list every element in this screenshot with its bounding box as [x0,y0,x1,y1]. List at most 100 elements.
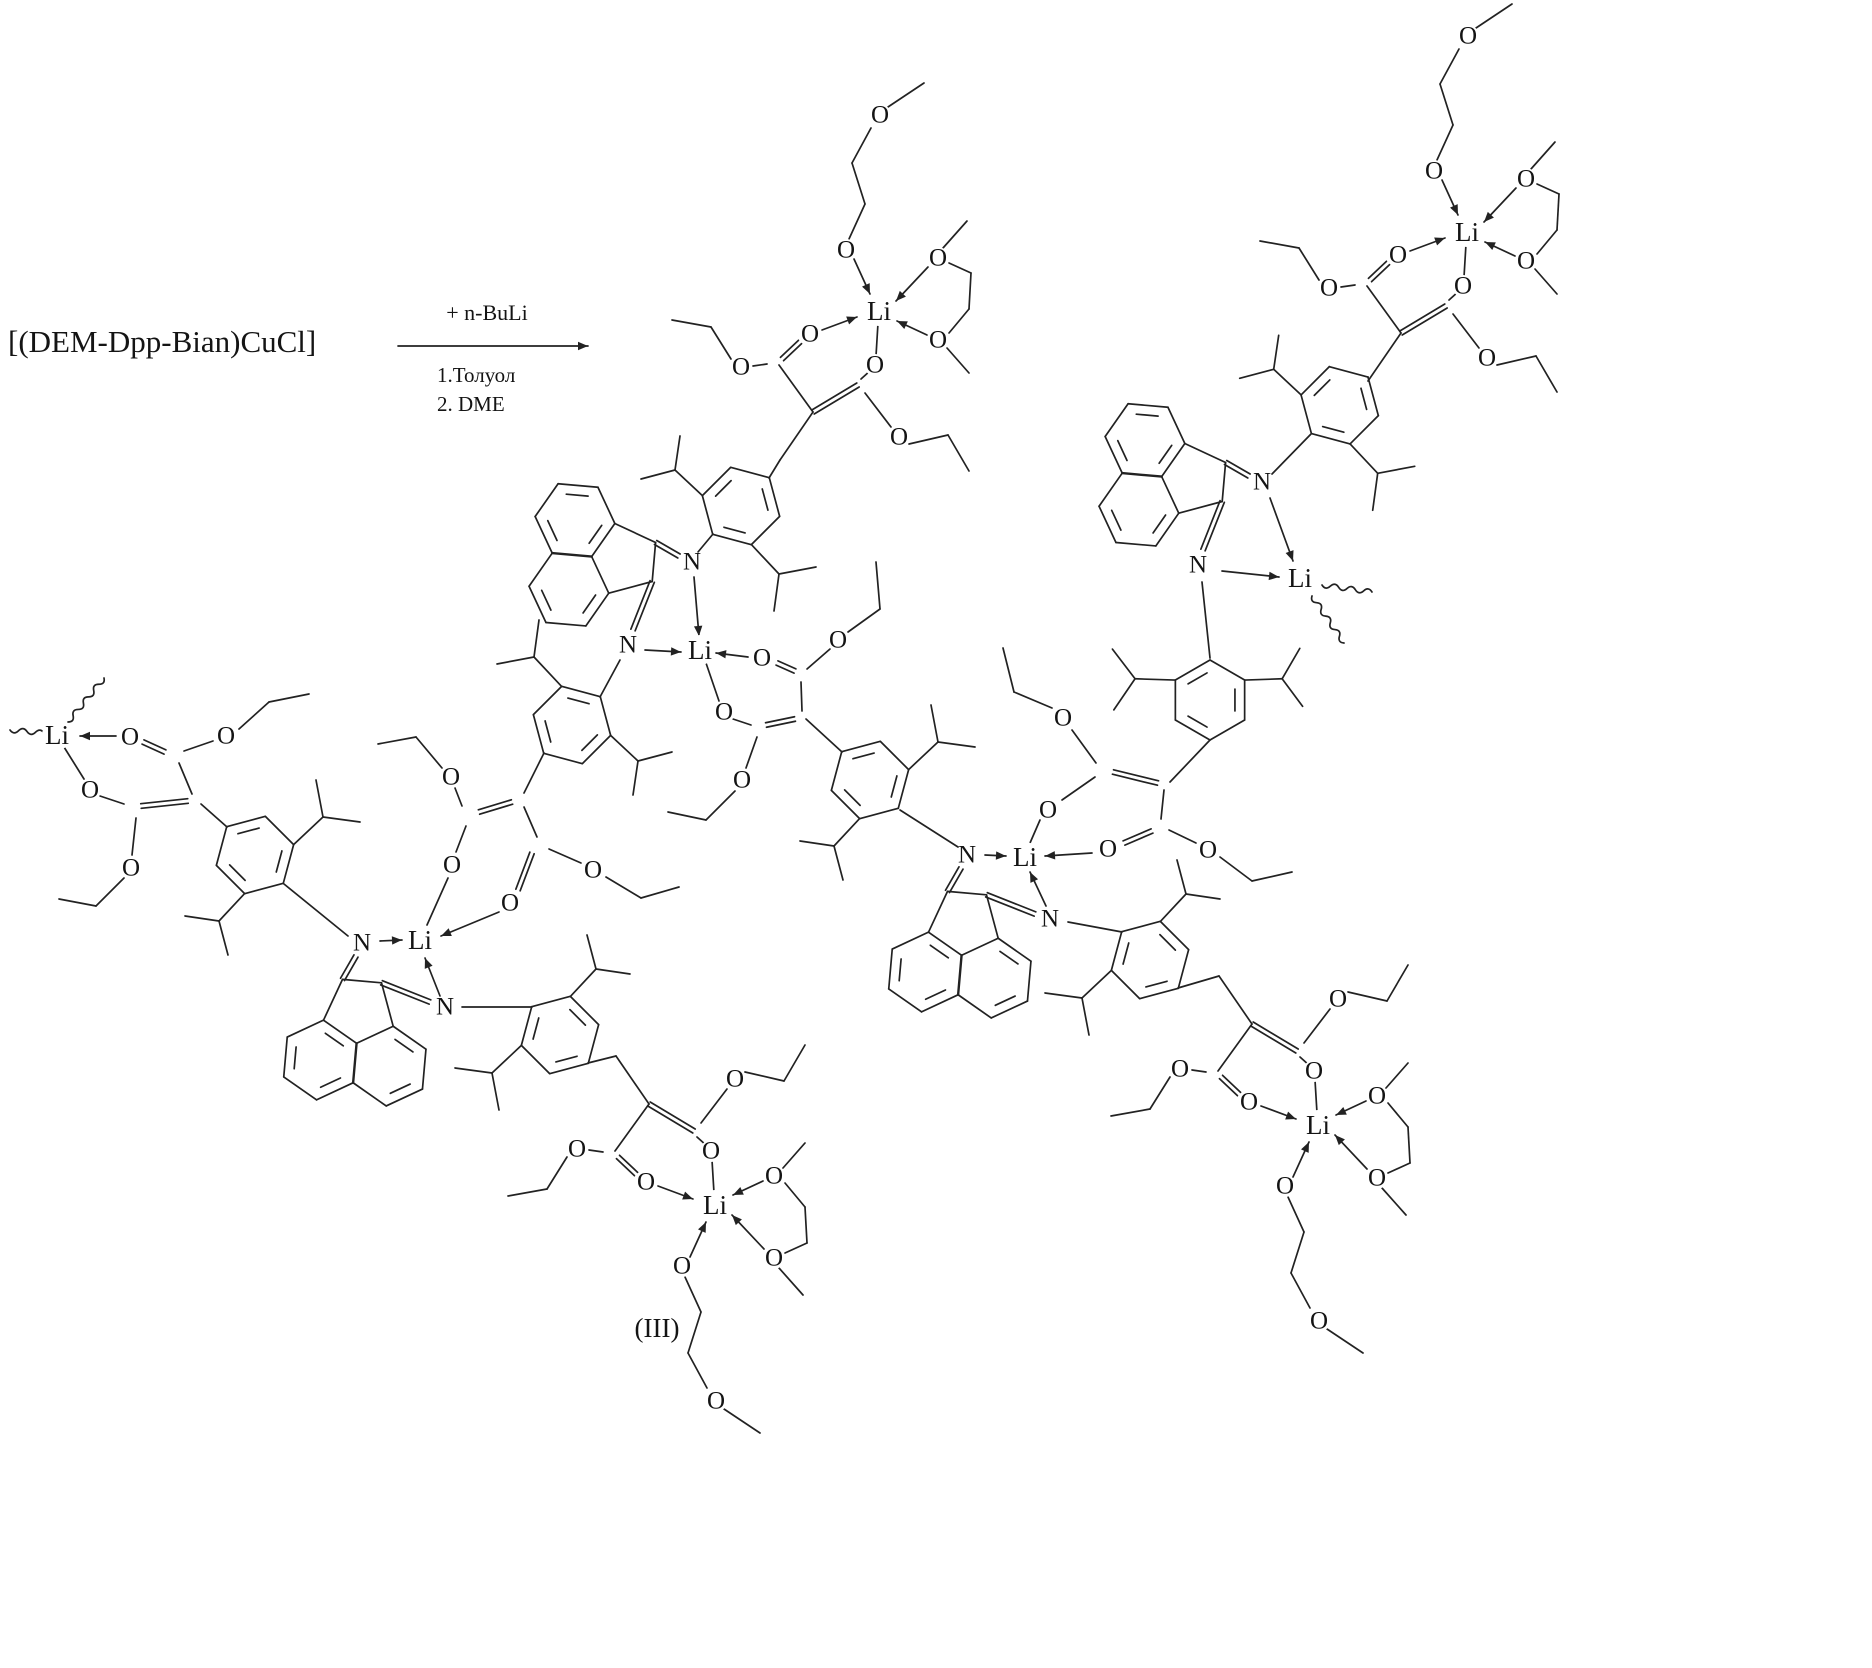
atom-label-n: N [1189,552,1207,579]
atom-label-li: Li [1013,842,1037,872]
atom-label-halo [1387,244,1409,266]
atom-label-li: Li [703,1190,727,1220]
atom-label-halo [799,323,821,345]
atom-label-halo [700,1140,722,1162]
bian-unit-bottom-left [282,954,432,1107]
atom-label-halo [1515,250,1537,272]
atom-label-o: O [707,1388,725,1415]
atom-label-halo [763,1247,785,1269]
atom-label-o: O [1320,275,1338,302]
atom-label-halo [1303,1110,1333,1140]
atom-label-o: O [442,764,460,791]
atom-label-halo [869,104,891,126]
reaction-reagent: + n-BuLi [446,300,527,325]
atom-label-o: O [753,645,771,672]
atom-label-o: O [715,699,733,726]
atom-label-halo [1366,1167,1388,1189]
atom-label-halo [1039,908,1061,930]
atom-label-o: O [837,237,855,264]
atom-label-o: O [568,1136,586,1163]
atom-label-halo [835,239,857,261]
atom-label-n: N [436,994,454,1021]
atom-label-o: O [1305,1058,1323,1085]
atom-label-o: O [871,102,889,129]
atom-label-halo [617,634,639,656]
atom-label-n: N [1041,906,1059,933]
reaction-product_label: (III) [635,1313,680,1343]
atom-label-halo [1187,554,1209,576]
atom-label-halo [120,857,142,879]
atom-label-li: Li [1455,217,1479,247]
atom-label-halo [700,1190,730,1220]
atom-label-o: O [81,777,99,804]
aryl-ring-2 [496,619,673,796]
aryl-ring-5 [184,779,361,956]
atom-label-li: Li [1306,1110,1330,1140]
atom-label-halo [763,1165,785,1187]
atom-label-halo [1238,1091,1260,1113]
atom-label-halo [1308,1310,1330,1332]
dem-li-dme-cap-top-right [1259,3,1560,393]
atom-label-o: O [584,857,602,884]
atom-label-o: O [1054,705,1072,732]
atom-label-halo [215,725,237,747]
atom-label-halo [1037,799,1059,821]
aryl-ring-3 [1238,334,1416,512]
atom-label-halo [864,296,894,326]
atom-label-o: O [801,321,819,348]
atom-label-o: O [1240,1089,1258,1116]
reaction-step2: 2. DME [437,392,505,416]
atom-label-halo [351,932,373,954]
atom-label-o: O [1425,158,1443,185]
atom-label-o: O [122,855,140,882]
atom-label-halo [42,720,72,750]
atom-label-n: N [1253,469,1271,496]
atom-label-halo [1010,842,1040,872]
atom-label-halo [827,629,849,651]
atom-label-o: O [1039,797,1057,824]
atom-label-o: O [1478,345,1496,372]
atom-label-halo [1197,839,1219,861]
atom-label-halo [635,1171,657,1193]
atom-label-o: O [866,352,884,379]
atom-label-halo [1052,707,1074,729]
atom-label-o: O [1389,242,1407,269]
atom-label-halo [582,859,604,881]
atom-label-o: O [673,1253,691,1280]
atom-label-halo [685,635,715,665]
atom-label-o: O [929,245,947,272]
reaction-step1: 1.Толуол [437,363,515,387]
atom-label-n: N [683,549,701,576]
atom-label-o: O [1517,248,1535,275]
atom-label-o: O [1329,986,1347,1013]
atom-label-halo [405,925,435,955]
atom-label-halo [1285,563,1315,593]
atom-label-halo [1251,471,1273,493]
aryl-ring-7 [799,704,976,881]
atom-label-o: O [890,424,908,451]
aryl-ring-8 [1044,859,1221,1036]
atom-label-li: Li [45,720,69,750]
atom-label-halo [1457,25,1479,47]
atom-label-o: O [121,724,139,751]
atom-label-halo [1452,275,1474,297]
atom-label-o: O [501,890,519,917]
atom-label-o: O [1171,1056,1189,1083]
atom-label-o: O [1199,837,1217,864]
atom-label-o: O [1368,1083,1386,1110]
atom-label-halo [1515,168,1537,190]
atom-label-halo [499,892,521,914]
atom-label-o: O [1099,836,1117,863]
atom-label-halo [956,844,978,866]
bian-unit-top-center [528,482,681,632]
atom-label-n: N [958,842,976,869]
reaction-reactant: [(DEM-Dpp-Bian)CuCl] [8,324,316,359]
atom-label-halo [1423,160,1445,182]
atom-label-o: O [1368,1165,1386,1192]
atom-label-n: N [353,930,371,957]
bian-unit-bottom-right [887,866,1037,1019]
aryl-ring-4 [1111,647,1304,741]
atom-label-o: O [733,767,751,794]
atom-label-halo [731,769,753,791]
